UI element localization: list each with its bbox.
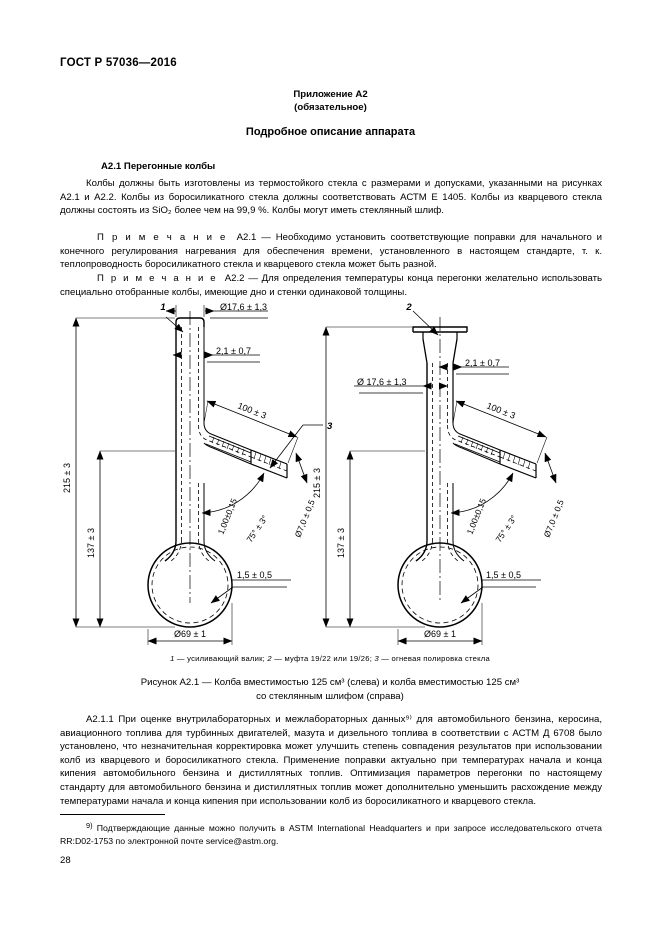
legend-text-2: — муфта 19/22 или 19/26;	[274, 654, 373, 663]
figure-caption-line-1: Рисунок А2.1 — Колба вместимостью 125 см…	[140, 677, 520, 688]
left-dim-sidearm-od: Ø7,0 ± 0,5	[293, 498, 317, 539]
left-flask-drawing	[72, 305, 323, 645]
right-dim-bulb-height: 137 ± 3	[336, 528, 346, 558]
flask-drawings-svg: 1 Ø17,6 ± 1,3 2,1 ± 0,7 100 ± 3 1,00±0,1…	[62, 302, 566, 645]
right-dim-bulb-dia: Ø69 ± 1	[424, 629, 456, 639]
footnote-block: 9) Подтверждающие данные можно получить …	[60, 820, 602, 847]
right-dim-sidearm-len: 100 ± 3	[485, 401, 517, 421]
paragraph-intro-text: Колбы должны быть изготовлены из термост…	[60, 178, 602, 217]
legend-num-3: 3	[374, 654, 379, 663]
standard-number-header: ГОСТ Р 57036—2016	[60, 57, 177, 69]
annex-main-title: Подробное описание аппарата	[245, 126, 416, 138]
section-heading: А2.1 Перегонные колбы	[101, 161, 216, 172]
note-a2-1-text: — Необходимо установить соответствующие …	[60, 232, 602, 271]
paragraph-intro: Колбы должны быть изготовлены из термост…	[60, 177, 602, 218]
note-a2-2-text: — Для определения температуры конца пере…	[60, 273, 602, 298]
page-number: 28	[60, 855, 71, 866]
footnote-text: Подтверждающие данные можно получить в A…	[60, 823, 602, 846]
note-a2-1-label: П р и м е ч а н и е	[97, 232, 227, 243]
annex-heading-block: Приложение А2 (обязательное) Подробное о…	[0, 89, 661, 138]
paragraph-a2-1-1-text: А2.1.1 При оценке внутрилабораторных и м…	[60, 714, 602, 807]
right-dim-wall: 2,1 ± 0,7	[465, 358, 500, 368]
right-callout-2: 2	[405, 303, 412, 313]
left-dim-bulb-height: 137 ± 3	[86, 528, 96, 558]
left-dim-bulb-wall: 1,5 ± 0,5	[237, 570, 272, 580]
right-flask-drawing	[322, 310, 557, 645]
footnote-marker: 9)	[86, 821, 93, 830]
left-callout-3: 3	[327, 421, 333, 432]
figure-caption-line-2: со стеклянным шлифом (справа)	[256, 690, 404, 702]
right-dim-total-height: 215 ± 3	[312, 468, 322, 498]
right-dim-sidearm-od: Ø7,0 ± 0,5	[542, 498, 566, 539]
note-a2-1-number: А2.1	[236, 232, 257, 243]
legend-text-3: — огневая полировка стекла	[381, 654, 490, 663]
note-a2-1: П р и м е ч а н и е А2.1 — Необходимо ус…	[60, 231, 602, 272]
right-dim-bulb-wall: 1,5 ± 0,5	[486, 570, 521, 580]
left-dim-angle: 75° ± 3°	[244, 513, 269, 544]
left-callout-1: 1	[160, 303, 165, 313]
figure-a2-1: 1 Ø17,6 ± 1,3 2,1 ± 0,7 100 ± 3 1,00±0,1…	[55, 302, 610, 648]
legend-text-1: — усиливающий валик;	[176, 654, 266, 663]
left-dim-neck-id: Ø17,6 ± 1,3	[220, 303, 267, 312]
left-dim-wall: 2,1 ± 0,7	[216, 346, 251, 356]
left-dim-bulb-dia: Ø69 ± 1	[174, 629, 206, 639]
left-dim-total-height: 215 ± 3	[62, 463, 72, 493]
right-dim-neck-id: Ø 17,6 ± 1,3	[357, 377, 406, 387]
note-a2-2-label: П р и м е ч а н и е	[97, 273, 218, 284]
left-dim-sidearm-len: 100 ± 3	[236, 401, 268, 421]
footnote-separator	[60, 814, 165, 815]
paragraph-a2-1-1: А2.1.1 При оценке внутрилабораторных и м…	[60, 713, 602, 808]
annex-title: Приложение А2	[293, 89, 368, 100]
annex-subtitle: (обязательное)	[294, 101, 367, 113]
legend-num-1: 1	[170, 654, 175, 663]
figure-caption: Рисунок А2.1 — Колба вместимостью 125 см…	[80, 676, 580, 703]
left-dim-sidearm-wall: 1,00±0,15	[216, 497, 240, 536]
right-dim-sidearm-wall: 1,00±0,15	[465, 497, 489, 536]
legend-num-2: 2	[267, 654, 272, 663]
right-dim-angle: 75° ± 3°	[493, 513, 518, 544]
note-a2-2-number: А2.2	[224, 273, 245, 284]
note-a2-2: П р и м е ч а н и е А2.2 — Для определен…	[60, 272, 602, 299]
figure-legend: 1 — усиливающий валик; 2 — муфта 19/22 и…	[55, 654, 605, 663]
